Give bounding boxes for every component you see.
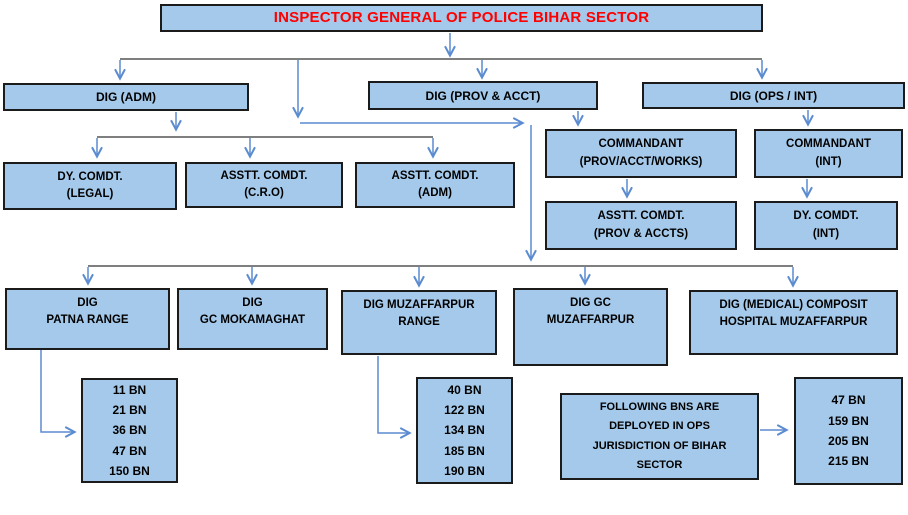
org-node-asstt-comdt-cro: ASSTT. COMDT. (C.R.O)	[185, 162, 343, 208]
org-node-dig-patna-range: DIG PATNA RANGE	[5, 288, 170, 350]
org-node-dig-gc-mokamaghat: DIG GC MOKAMAGHAT	[177, 288, 328, 350]
org-node-commandant-prov-acct-works: COMMANDANT (PROV/ACCT/WORKS)	[545, 129, 737, 178]
org-node-root: INSPECTOR GENERAL OF POLICE BIHAR SECTOR	[160, 4, 763, 32]
org-node-dig-ops-int: DIG (OPS / INT)	[642, 82, 905, 109]
org-node-asstt-comdt-adm: ASSTT. COMDT. (ADM)	[355, 162, 515, 208]
org-node-dig-gc-muzaffarpur: DIG GC MUZAFFARPUR	[513, 288, 668, 366]
edge-patna-to-bn	[40, 350, 77, 438]
org-node-dig-muzaffarpur-range: DIG MUZAFFARPUR RANGE	[341, 290, 497, 355]
org-node-dig-medical-composit: DIG (MEDICAL) COMPOSIT HOSPITAL MUZAFFAR…	[689, 290, 898, 355]
org-node-dy-comdt-int: DY. COMDT. (INT)	[754, 201, 898, 250]
org-node-dig-adm: DIG (ADM)	[3, 83, 249, 111]
org-node-dig-prov-acct: DIG (PROV & ACCT)	[368, 81, 598, 110]
org-node-dy-comdt-legal: DY. COMDT. (LEGAL)	[3, 162, 177, 210]
bn-list-muzaffarpur: 40 BN 122 BN 134 BN 185 BN 190 BN	[416, 377, 513, 484]
bn-list-patna: 11 BN 21 BN 36 BN 47 BN 150 BN	[81, 378, 178, 483]
bn-list-ops: 47 BN 159 BN 205 BN 215 BN	[794, 377, 903, 485]
ops-deployment-note: FOLLOWING BNS ARE DEPLOYED IN OPS JURISD…	[560, 393, 759, 480]
edge-muzrange-to-bn	[377, 356, 412, 439]
org-node-asstt-comdt-prov-accts: ASSTT. COMDT. (PROV & ACCTS)	[545, 201, 737, 250]
org-node-commandant-int: COMMANDANT (INT)	[754, 129, 903, 178]
